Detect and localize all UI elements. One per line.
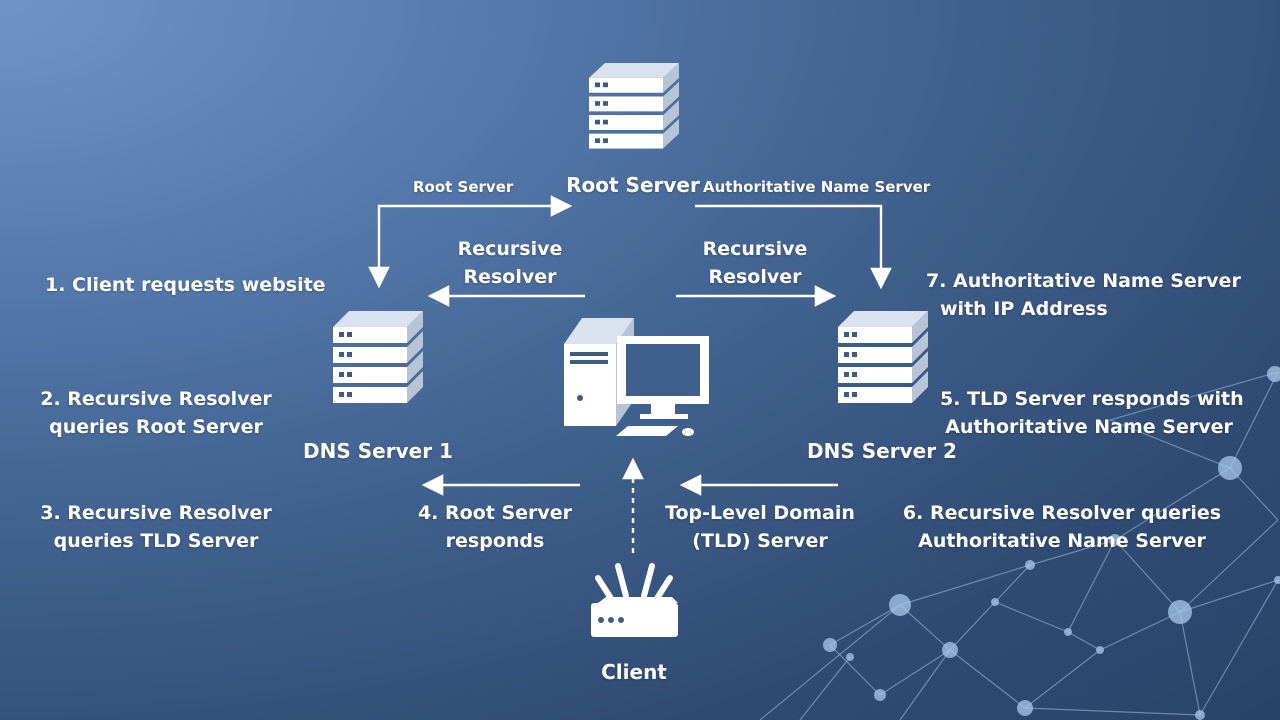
root-server-icon <box>589 63 679 149</box>
edge-label-bottom-right-line: (TLD) Server <box>692 530 828 552</box>
edge-label-mid-left-line: Recursive <box>457 238 563 260</box>
root-server-label: Root Server <box>566 173 700 197</box>
step-2-label-line: queries Root Server <box>49 416 263 438</box>
step-3-label-line: 3. Recursive Resolver <box>40 502 272 524</box>
dns-server-1-icon <box>333 311 423 403</box>
edge-label-bottom-right-line: Top-Level Domain <box>665 502 855 524</box>
edge-label-bottom-left-line: responds <box>445 530 545 552</box>
edge-label-mid-right-line: Recursive <box>702 238 808 260</box>
step-5-label-line: Authoritative Name Server <box>945 416 1233 438</box>
edge-label-top-right: Authoritative Name Server <box>703 178 931 196</box>
edge-label-bottom-left: 4. Root Server responds <box>410 499 580 555</box>
edge-label-top-left: Root Server <box>413 178 514 196</box>
arrow-dns1-root <box>368 195 573 289</box>
step-5-label-line: 5. TLD Server responds with <box>940 388 1244 410</box>
step-7-label: 7. Authoritative Name Server with IP Addr… <box>926 267 1241 323</box>
router-icon <box>591 563 678 637</box>
edge-label-bottom-right: Top-Level Domain (TLD) Server <box>662 499 858 555</box>
step-2-label-line: 2. Recursive Resolver <box>40 388 272 410</box>
step-7-label-line: with IP Address <box>940 298 1108 320</box>
step-6-label-line: 6. Recursive Resolver queries <box>902 502 1222 524</box>
step-2-label: 2. Recursive Resolver queries Root Server <box>40 385 272 441</box>
dns-server-2-icon <box>838 311 928 403</box>
desktop-computer-icon <box>564 318 709 436</box>
step-3-label: 3. Recursive Resolver queries TLD Server <box>40 499 272 555</box>
dns-server-1-label: DNS Server 1 <box>303 439 453 463</box>
dns-server-2-label: DNS Server 2 <box>807 439 957 463</box>
client-label: Client <box>601 660 667 684</box>
arrow-root-dns2 <box>695 204 892 290</box>
edge-label-mid-left-line: Resolver <box>463 266 557 288</box>
step-1-label: 1. Client requests website <box>45 271 326 299</box>
step-1-label-line: 1. Client requests website <box>45 274 326 296</box>
step-6-label-line: Authoritative Name Server <box>918 530 1206 552</box>
edge-label-mid-right-line: Resolver <box>708 266 802 288</box>
step-7-label-line: 7. Authoritative Name Server <box>926 270 1241 292</box>
edge-label-bottom-left-line: 4. Root Server <box>417 502 573 524</box>
step-3-label-line: queries TLD Server <box>53 530 259 552</box>
